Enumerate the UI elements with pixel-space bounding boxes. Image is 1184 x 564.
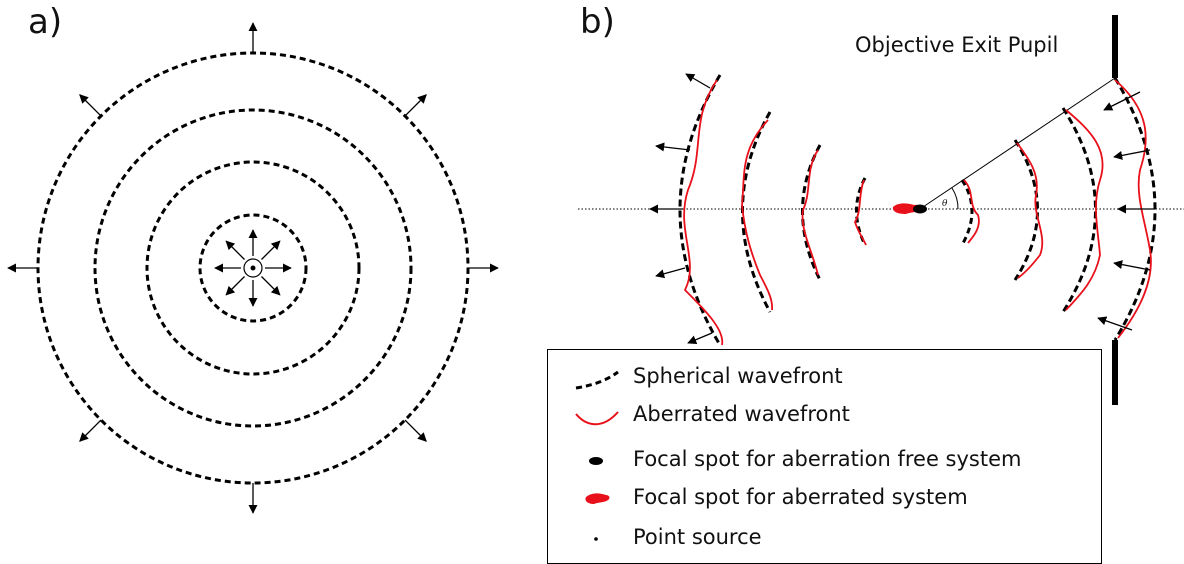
panel-b-diagram: θ: [578, 15, 1184, 405]
outer-arrow: [404, 94, 427, 117]
legend-item-spherical: Spherical wavefront: [548, 358, 1101, 396]
panel-a-diagram: [7, 22, 499, 514]
inner-arrow: [261, 276, 281, 296]
legend-item-aberrated: Aberrated wavefront: [548, 396, 1101, 434]
diverging-arrow: [655, 142, 691, 152]
legend: Spherical wavefront Aberrated wavefront …: [547, 349, 1102, 564]
outer-arrow: [79, 419, 102, 442]
aberrated-wavefront-right-1: [963, 179, 980, 244]
aberrated-wavefront-swatch: [575, 411, 619, 426]
aberrated-wavefront-left-2: [741, 119, 773, 311]
aberrated-wavefront-left-4: [854, 179, 867, 246]
theta-arc: [951, 187, 959, 210]
spherical-wavefront-right-3: [1061, 107, 1097, 313]
legend-label-aberrated: Aberrated wavefront: [633, 402, 850, 426]
aberrated-wavefront-right-3: [1065, 109, 1104, 311]
aberrated-focal-spot-swatch: [585, 493, 610, 504]
panel-b-label: b): [580, 2, 615, 42]
diverging-arrow: [655, 267, 686, 279]
inner-propagation-arrows: [214, 229, 292, 307]
aberration-free-focal-spot-swatch: [589, 457, 603, 465]
outer-arrow: [79, 94, 102, 117]
aberration-free-focal-spot: [913, 204, 927, 214]
aberrated-wavefront-right-4: [1114, 79, 1152, 339]
inner-arrow: [225, 276, 245, 296]
wavefront-ring-1: [198, 213, 308, 323]
legend-label-spherical: Spherical wavefront: [633, 364, 843, 388]
spherical-wavefront-left-1: [678, 74, 722, 346]
spherical-wavefront-right-1: [960, 179, 974, 246]
spherical-wavefront-right-2: [1013, 139, 1039, 281]
outer-propagation-arrows: [7, 22, 499, 514]
spherical-wavefront-swatch: [575, 370, 619, 390]
legend-item-focal-free: Focal spot for aberration free system: [548, 441, 1101, 479]
converging-arrow: [1097, 316, 1133, 331]
outer-arrow: [404, 419, 427, 442]
panel-b-propagation-arrows: [649, 73, 1155, 345]
inner-arrow: [261, 240, 281, 260]
point-source-swatch: [594, 537, 598, 541]
converging-arrow: [1113, 149, 1151, 160]
spherical-wavefront-right-4: [1113, 77, 1157, 341]
legend-label-focal-free: Focal spot for aberration free system: [633, 447, 1022, 471]
legend-label-focal-aberrated: Focal spot for aberrated system: [633, 485, 968, 509]
exit-pupil-label: Objective Exit Pupil: [855, 33, 1059, 57]
converging-arrow: [1113, 260, 1151, 271]
diverging-arrow: [687, 332, 713, 345]
theta-label: θ: [942, 199, 948, 209]
point-source-ring: [243, 258, 263, 278]
diverging-arrow: [685, 73, 711, 89]
converging-arrow: [1103, 91, 1141, 111]
aberrated-wavefront-right-2: [1016, 142, 1044, 279]
wavefront-ring-2: [145, 160, 361, 376]
aberrated-wavefront-left-1: [683, 79, 724, 346]
aberrated-wavefront-left-3: [801, 149, 819, 276]
point-source-dot: [250, 265, 256, 271]
legend-item-point-source: Point source: [548, 519, 1101, 557]
inner-arrow: [225, 240, 245, 260]
legend-label-point-source: Point source: [633, 525, 762, 549]
spherical-wavefront-left-2: [741, 111, 772, 313]
legend-item-focal-aberrated: Focal spot for aberrated system: [548, 479, 1101, 517]
wavefront-ring-3: [93, 108, 413, 428]
aberrated-focal-spot: [892, 203, 921, 214]
panel-a-label: a): [28, 2, 63, 42]
